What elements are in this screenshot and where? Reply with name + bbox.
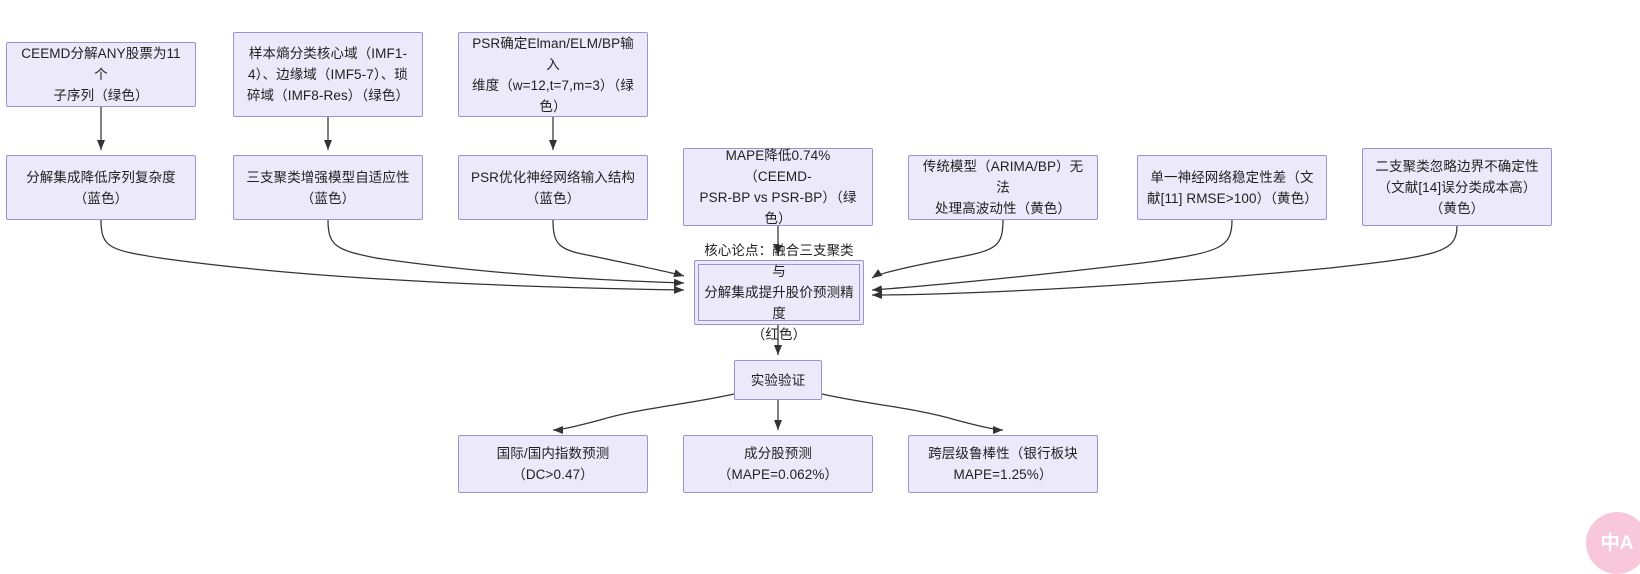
node-psr-input-dimension[interactable]: PSR确定Elman/ELM/BP输入 维度（w=12,t=7,m=3）（绿 色…: [458, 32, 648, 117]
node-constituent-stock-result[interactable]: 成分股预测 （MAPE=0.062%）: [683, 435, 873, 493]
edge-n8-core: [871, 219, 1004, 279]
node-reduce-complexity[interactable]: 分解集成降低序列复杂度 （蓝色）: [6, 155, 196, 220]
node-cross-level-robustness-result[interactable]: 跨层级鲁棒性（银行板块 MAPE=1.25%）: [908, 435, 1098, 493]
edge-n5-core: [327, 219, 685, 287]
node-traditional-model-limit[interactable]: 传统模型（ARIMA/BP）无法 处理高波动性（黄色）: [908, 155, 1098, 220]
node-single-nn-instability[interactable]: 单一神经网络稳定性差（文 献[11] RMSE>100）（黄色）: [1137, 155, 1327, 220]
edge-n9-core: [871, 219, 1233, 294]
edge-n4-core: [100, 219, 685, 294]
node-core-thesis[interactable]: 核心论点：融合三支聚类与 分解集成提升股价预测精度 （红色）: [694, 243, 864, 342]
node-mape-reduction[interactable]: MAPE降低0.74%（CEEMD- PSR-BP vs PSR-BP）（绿 色…: [683, 148, 873, 226]
edge-n6-core: [552, 219, 685, 278]
node-index-forecast-result[interactable]: 国际/国内指数预测 （DC>0.47）: [458, 435, 648, 493]
node-two-way-clustering-limit[interactable]: 二支聚类忽略边界不确定性 （文献[14]误分类成本高） （黄色）: [1362, 148, 1552, 226]
node-sample-entropy-classify[interactable]: 样本熵分类核心域（IMF1- 4）、边缘域（IMF5-7）、琐 碎域（IMF8-…: [233, 32, 423, 117]
node-psr-optimize-nn-input[interactable]: PSR优化神经网络输入结构 （蓝色）: [458, 155, 648, 220]
watermark-badge: 中A: [1586, 512, 1640, 574]
node-three-way-clustering-adaptive[interactable]: 三支聚类增强模型自适应性 （蓝色）: [233, 155, 423, 220]
edge-exp-r3: [821, 393, 1004, 434]
edge-n10-core: [871, 225, 1458, 299]
node-ceemd-decompose[interactable]: CEEMD分解ANY股票为11个 子序列（绿色）: [6, 42, 196, 107]
edge-exp-r1: [552, 393, 735, 434]
node-experiment-validation[interactable]: 实验验证: [734, 360, 822, 400]
